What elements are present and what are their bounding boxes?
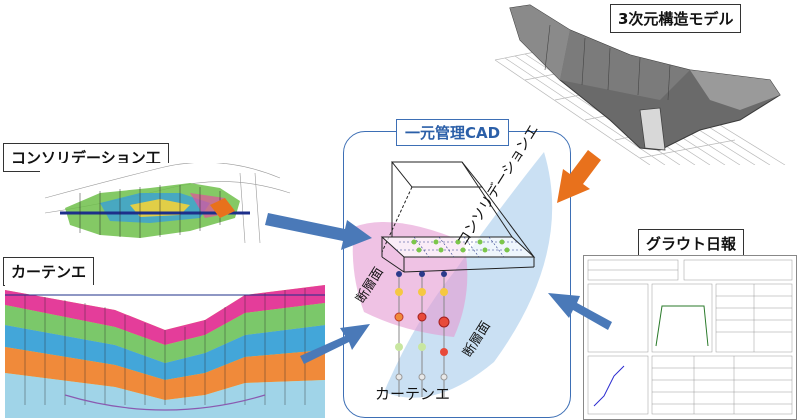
- consolidation-drawing-image: [40, 163, 305, 248]
- dam-3d-model-image: [490, 0, 790, 165]
- grout-report-image: [583, 255, 797, 420]
- model-3d-label: 3次元構造モデル: [610, 4, 742, 33]
- curtain-section-image: [5, 285, 325, 418]
- curtain-inner-label: カーテンエ: [375, 385, 451, 403]
- curtain-work-label: カーテンエ: [3, 257, 95, 286]
- grout-report-label: グラウト日報: [638, 229, 745, 258]
- unified-cad-label: 一元管理CAD: [396, 119, 510, 146]
- unified-cad-panel: [343, 131, 571, 418]
